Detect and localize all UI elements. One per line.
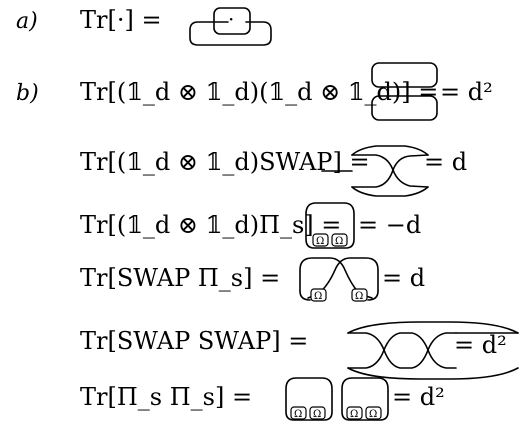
operator-box [213, 7, 251, 35]
eq-a-lhs: Tr[·] = [80, 6, 162, 34]
single-swap-loop-diagram [321, 145, 429, 197]
projector-loop-diagram: Ω Ω [305, 202, 355, 249]
eq-6-lhs: Tr[Π_s Π_s] = [80, 383, 252, 411]
omega-label-7: Ω [350, 409, 358, 420]
eq-2-rhs: = d [424, 148, 467, 176]
eq-5-lhs: Tr[SWAP SWAP] = [80, 327, 308, 355]
omega-label-4: Ω [355, 291, 363, 302]
omega-label-2: Ω [335, 236, 343, 247]
swap-projector-diagram: Ω Ω [299, 257, 379, 302]
label-a: a) [16, 9, 38, 34]
lower-loop [371, 95, 438, 121]
omega-label-3: Ω [314, 291, 322, 302]
omega-label-6: Ω [313, 409, 321, 420]
omega-label-1: Ω [316, 236, 324, 247]
eq-1-lhs: Tr[(𝟙_d ⊗ 𝟙_d)(𝟙_d ⊗ 𝟙_d)] = [80, 78, 438, 106]
eq-4-rhs: = d [382, 264, 425, 292]
omega-box-7 [346, 406, 363, 420]
omega-box-4 [351, 288, 368, 302]
projector-loop-left [285, 377, 333, 421]
eq-5-rhs: = d² [454, 331, 507, 359]
omega-label-5: Ω [294, 409, 302, 420]
eq-4-lhs: Tr[SWAP Π_s] = [80, 264, 280, 292]
upper-loop [371, 62, 438, 88]
omega-box-8 [365, 406, 382, 420]
eq-3-lhs: Tr[(𝟙_d ⊗ 𝟙_d)Π_s] = [80, 211, 341, 239]
omega-box-3 [310, 288, 327, 302]
eq-1-rhs: = d² [440, 78, 493, 106]
trace-loop-dot-diagram: · [189, 7, 272, 46]
projector-loop-right [341, 377, 389, 421]
two-loops-diagram [371, 62, 438, 121]
omega-box-5 [290, 406, 307, 420]
omega-box-1 [312, 233, 329, 247]
eq-3-rhs: = −d [358, 211, 421, 239]
double-swap-loop-diagram [347, 321, 519, 380]
eq-6-rhs: = d² [392, 383, 445, 411]
omega-label-8: Ω [369, 409, 377, 420]
label-b: b) [16, 81, 39, 106]
omega-box-2 [331, 233, 348, 247]
double-projector-diagram: Ω Ω Ω Ω [285, 377, 389, 421]
omega-box-6 [309, 406, 326, 420]
dot-symbol: · [228, 7, 234, 31]
